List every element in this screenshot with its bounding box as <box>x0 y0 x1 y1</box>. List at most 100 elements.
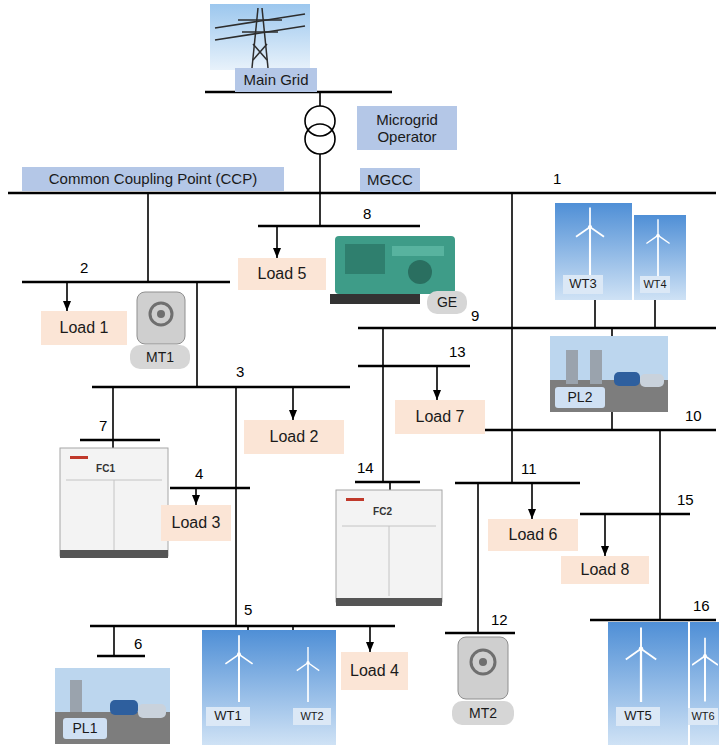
load-box: Load 7 <box>395 400 485 434</box>
bus-number: 5 <box>243 602 253 619</box>
bus-number: 6 <box>133 636 143 653</box>
node-text: Microgrid Operator <box>363 111 451 146</box>
node-text: WT4 <box>643 278 666 291</box>
transformer-symbol <box>305 124 335 154</box>
load-arrow <box>195 488 197 505</box>
feeder-wire <box>112 440 114 448</box>
feeder-wire <box>196 282 198 387</box>
fuel-cell-icon <box>336 598 442 606</box>
fuel-cell-icon <box>389 526 390 596</box>
microturbine-label: MT1 <box>130 345 190 369</box>
bus-bar <box>170 487 250 490</box>
bus-number: 10 <box>684 408 703 425</box>
fuel-cell-icon <box>114 480 115 550</box>
bus-bar <box>92 386 350 389</box>
mgcc-box: MGCC <box>360 168 420 192</box>
generator-icon <box>335 236 455 294</box>
node-text: FC1 <box>96 463 115 475</box>
wind-turbine-icon <box>692 638 718 702</box>
wind-turbine-icon <box>646 219 669 276</box>
bus-bar <box>358 327 716 330</box>
node-text: MT1 <box>146 349 174 365</box>
bus-number: 14 <box>356 460 375 477</box>
operator-box: Microgrid Operator <box>357 106 457 150</box>
parking-lot-icon <box>55 668 170 744</box>
pylon-icon <box>215 8 305 68</box>
load-arrow <box>369 626 371 652</box>
microturbine-icon <box>471 650 495 674</box>
feeder-wire <box>389 482 391 490</box>
load-arrow <box>276 226 278 258</box>
turbine-label: WT1 <box>206 707 250 726</box>
parking-lot-label: PL1 <box>63 718 107 739</box>
bus-bar <box>97 655 145 658</box>
feeder-wire <box>292 626 294 630</box>
bus-number: 1 <box>552 171 562 188</box>
microturbine-icon <box>137 292 185 344</box>
wind-turbine-icon <box>225 635 252 702</box>
bus-number: 16 <box>692 598 711 615</box>
feeder-wire <box>511 193 513 483</box>
bus-number: 8 <box>362 206 372 223</box>
node-text: Load 4 <box>350 662 399 680</box>
fuel-cell-label: FC2 <box>370 505 395 519</box>
parking-lot-icon <box>640 374 664 387</box>
fuel-cell-icon <box>336 490 442 606</box>
bus-bar <box>355 481 420 484</box>
fuel-cell-icon <box>346 498 364 501</box>
pylon-icon <box>253 44 267 60</box>
microturbine-icon <box>157 310 165 318</box>
bus-bar <box>580 513 690 516</box>
wind-turbine-icon <box>634 215 686 300</box>
node-text: Load 7 <box>416 408 465 426</box>
fuel-cell-label: FC1 <box>93 462 118 476</box>
parking-lot-label: PL2 <box>555 387 605 408</box>
node-text: GE <box>437 294 457 310</box>
turbine-label: WT5 <box>616 707 660 726</box>
bus-number: 15 <box>676 492 695 509</box>
fuel-cell-icon <box>60 448 168 558</box>
turbine-label: WT6 <box>688 708 718 725</box>
parking-lot-icon <box>550 336 668 412</box>
microturbine-icon <box>458 637 508 699</box>
feeder-wire <box>113 626 115 656</box>
load-box: Load 1 <box>41 311 127 345</box>
fuel-cell-icon <box>60 448 168 556</box>
node-text: WT6 <box>691 710 714 723</box>
load-arrow <box>604 514 606 556</box>
parking-lot-icon <box>138 704 166 718</box>
bus-number: 2 <box>79 260 89 277</box>
load-arrow <box>292 387 294 420</box>
parking-lot-icon <box>566 350 578 384</box>
node-text: WT5 <box>624 709 651 724</box>
pylon-icon <box>210 4 310 70</box>
feeder-wire <box>382 328 384 482</box>
feeder-wire <box>659 430 661 620</box>
node-text: Common Coupling Point (CCP) <box>49 170 257 187</box>
transformer-symbol <box>305 106 335 136</box>
bus-number: 12 <box>490 612 509 629</box>
wind-turbine-icon <box>297 647 319 702</box>
node-text: PL1 <box>73 720 98 736</box>
wind-turbine-icon <box>576 207 604 276</box>
bus-number: 3 <box>235 364 245 381</box>
generator-icon <box>392 246 444 256</box>
microturbine-label: MT2 <box>452 701 514 725</box>
parking-lot-icon <box>55 668 170 744</box>
bus-bar <box>8 92 716 656</box>
wind-turbine-icon <box>202 203 719 745</box>
node-text: Load 3 <box>172 514 221 532</box>
pylon-icon <box>215 14 305 28</box>
node-text: MT2 <box>469 705 497 721</box>
feeder-wire <box>319 92 321 106</box>
feeder-wire <box>654 300 656 328</box>
feeder-wire <box>594 300 596 328</box>
fuel-cell-icon <box>66 480 162 481</box>
fuel-cell-icon <box>342 526 436 527</box>
bus-bar <box>445 632 515 635</box>
node-text: PL2 <box>568 389 593 405</box>
parking-lot-icon <box>110 700 138 715</box>
parking-lot-icon <box>590 350 602 384</box>
bus-bar <box>8 192 716 195</box>
node-text: WT1 <box>214 709 241 724</box>
